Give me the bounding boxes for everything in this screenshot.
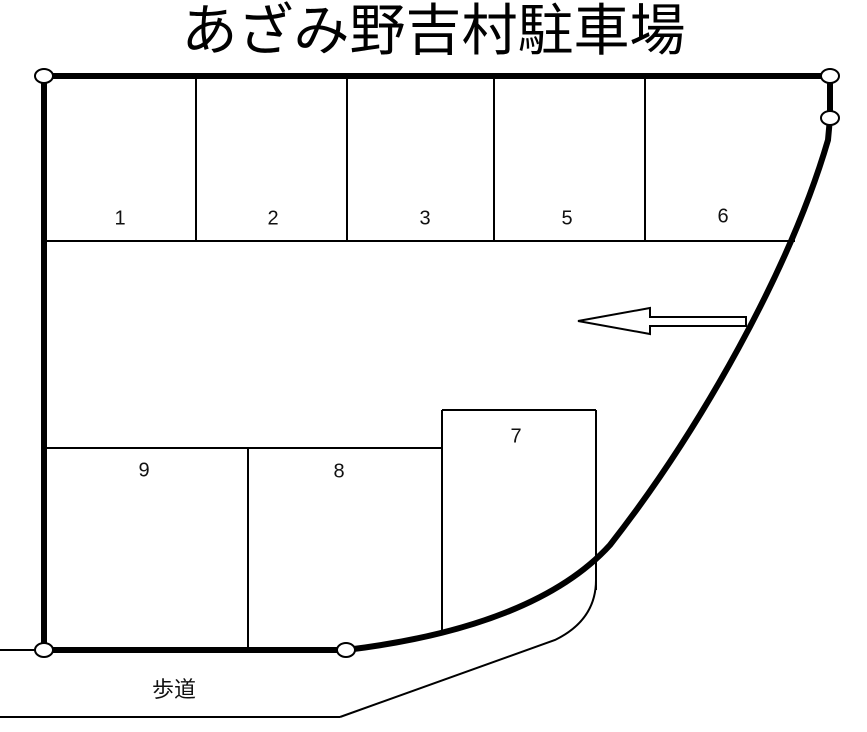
boundary-markers — [34, 68, 840, 658]
space-9-label: 9 — [138, 459, 150, 482]
lot-boundary — [41, 73, 833, 653]
space-1-label: 1 — [114, 207, 126, 230]
page-title: あざみ野吉村駐車場 — [181, 0, 686, 64]
space-6-label: 6 — [717, 205, 729, 228]
space-dividers — [0, 76, 795, 718]
sidewalk-label: 歩道 — [151, 678, 197, 703]
space-8-label: 8 — [333, 460, 345, 483]
left-arrow-icon — [577, 306, 747, 336]
space-2-label: 2 — [267, 207, 279, 230]
space-7-label: 7 — [510, 425, 522, 448]
space-3-label: 3 — [419, 207, 431, 230]
space-5-label: 5 — [561, 207, 573, 230]
